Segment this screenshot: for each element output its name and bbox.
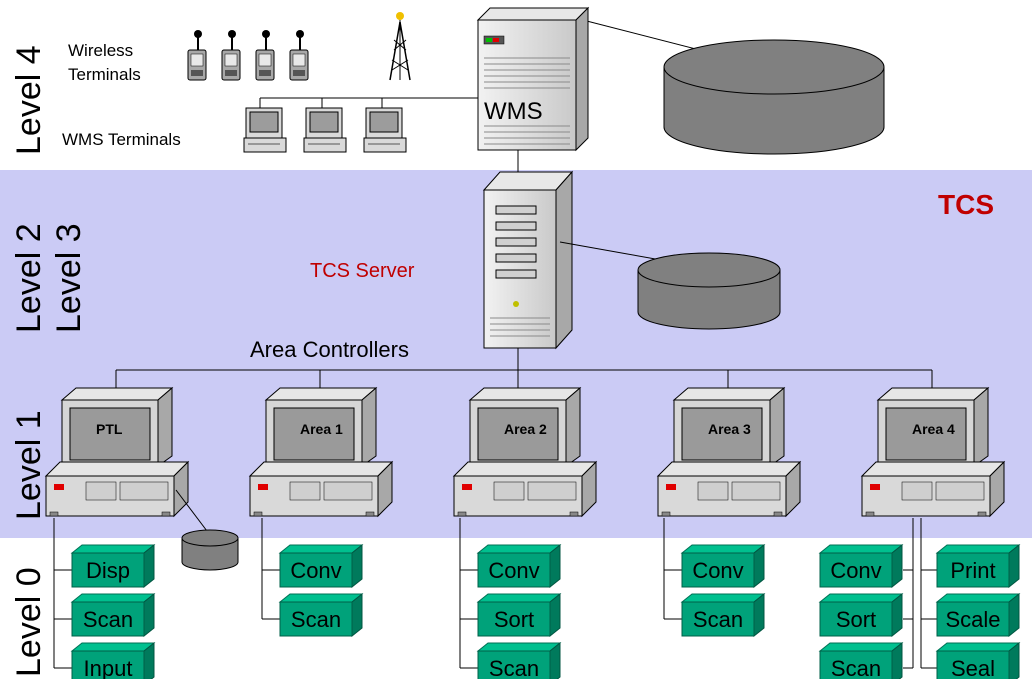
area-controller-label: PTL [96, 421, 123, 437]
device-box-area1: Scan [278, 592, 364, 638]
area-controllers-group: PTL Area 1 Area 2 Area 3 Area 4 [44, 386, 1006, 518]
area-controller-pc: Area 2 [452, 386, 598, 518]
device-label: Disp [86, 558, 130, 583]
device-label: Conv [830, 558, 881, 583]
tcs-database-icon [559, 241, 781, 330]
handheld-terminal-icon [187, 30, 207, 81]
handheld-terminal-icon [255, 30, 275, 81]
device-box-area1: Conv [278, 543, 364, 589]
area-controller-pc: Area 1 [248, 386, 394, 518]
level-2-label: Level 2 [10, 223, 48, 333]
device-label: Conv [488, 558, 539, 583]
level-3-label: Level 3 [50, 223, 88, 333]
device-label: Scan [489, 656, 539, 679]
device-box-ptl: Input [70, 641, 156, 679]
area-controllers-label: Area Controllers [250, 337, 409, 362]
area-controller-label: Area 3 [708, 421, 751, 437]
level-0-devices-group: DispScanInputConvScanConvSortScanConvSca… [70, 543, 1021, 679]
handheld-terminal-icon [221, 30, 241, 81]
area-controller-pc: Area 3 [656, 386, 802, 518]
device-label: Sort [494, 607, 534, 632]
device-box-area4_left: Conv [818, 543, 904, 589]
wireless-terminals-group [187, 30, 309, 81]
wms-terminals-label: WMS Terminals [62, 130, 181, 149]
device-label: Scan [831, 656, 881, 679]
device-label: Conv [692, 558, 743, 583]
wms-terminal-icon [363, 107, 407, 153]
device-label: Scan [83, 607, 133, 632]
device-box-area4_right: Seal [935, 641, 1021, 679]
device-box-area2: Scan [476, 641, 562, 679]
device-box-area4_left: Scan [818, 641, 904, 679]
device-box-ptl: Scan [70, 592, 156, 638]
level-4-label: Level 4 [10, 45, 48, 155]
tcs-title: TCS [938, 189, 994, 220]
area-controller-pc: PTL [44, 386, 190, 518]
device-box-area3: Scan [680, 592, 766, 638]
ptl-local-disk-icon [175, 489, 239, 571]
tcs-server-icon [482, 170, 574, 350]
device-label: Scale [945, 607, 1000, 632]
device-wiring [53, 518, 937, 669]
wms-server-label: WMS [484, 98, 543, 125]
device-label: Seal [951, 656, 995, 679]
device-box-area4_right: Print [935, 543, 1021, 589]
wms-terminal-icon [303, 107, 347, 153]
wireless-terminals-label-line2: Terminals [68, 65, 141, 84]
device-box-area4_right: Scale [935, 592, 1021, 638]
area-controller-pc: Area 4 [860, 386, 1006, 518]
area-controller-label: Area 4 [912, 421, 955, 437]
wireless-terminals-label-line1: Wireless [68, 41, 133, 60]
device-label: Scan [693, 607, 743, 632]
device-box-area4_left: Sort [818, 592, 904, 638]
device-label: Input [84, 656, 133, 679]
device-box-area2: Sort [476, 592, 562, 638]
wms-database-icon [663, 39, 885, 155]
tcs-server-label: TCS Server [310, 260, 415, 282]
area-controller-bus [115, 348, 933, 390]
device-box-area3: Conv [680, 543, 766, 589]
antenna-tower-icon [389, 12, 411, 81]
level-1-label: Level 1 [10, 410, 48, 520]
wms-terminal-icon [243, 107, 287, 153]
wms-server-icon [476, 6, 590, 152]
device-label: Conv [290, 558, 341, 583]
device-box-ptl: Disp [70, 543, 156, 589]
device-label: Scan [291, 607, 341, 632]
device-label: Sort [836, 607, 876, 632]
handheld-terminal-icon [289, 30, 309, 81]
device-box-area2: Conv [476, 543, 562, 589]
level-0-label: Level 0 [10, 567, 48, 677]
device-label: Print [950, 558, 995, 583]
area-controller-label: Area 2 [504, 421, 547, 437]
area-controller-label: Area 1 [300, 421, 343, 437]
